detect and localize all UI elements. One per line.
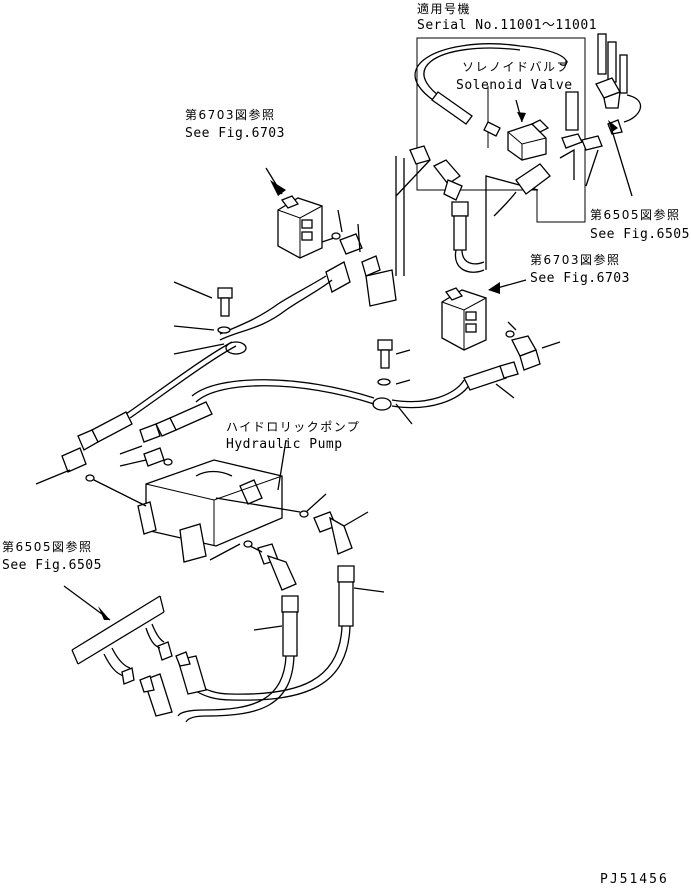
fig6703-right-label-en: See Fig.6703: [530, 271, 630, 286]
bolt-washer-center: [372, 339, 413, 425]
valve-block-upper: [265, 167, 335, 259]
center-pipe-vertical: [395, 156, 431, 276]
pump-right-fittings: [245, 493, 369, 591]
hydraulic-pump-part: [85, 439, 301, 563]
center-left-hoses: [119, 401, 213, 467]
serial-title: 適用号機: [417, 2, 472, 16]
bolt-washer-left: [173, 281, 247, 355]
fig6505-right-label-en: See Fig.6505: [590, 227, 690, 242]
fig6703-right-label-jp: 第6703図参照: [530, 253, 621, 267]
right-elbow-fitting: [507, 321, 561, 371]
hydraulic-pump-label-jp: ハイドロリックポンプ: [226, 420, 361, 434]
serial-bracket: [416, 37, 586, 223]
center-top-fittings: [409, 145, 551, 273]
leader-lines: [608, 120, 633, 197]
valve-block-right: [441, 279, 527, 351]
fig6703-upper-label-en: See Fig.6703: [185, 126, 285, 141]
solenoid-valve-label-jp: ソレノイドバルブ: [462, 60, 571, 74]
vertical-pipes: [595, 33, 642, 123]
serial-number: Serial No.11001～11001: [417, 18, 598, 33]
upper-block-fittings: [219, 209, 397, 341]
fig6505-left-label-en: See Fig.6505: [2, 558, 102, 573]
left-hose-long: [35, 341, 237, 485]
solenoid-valve-part: [507, 99, 550, 161]
frame-beam: [63, 585, 165, 685]
lower-vertical-hoses: [177, 565, 385, 723]
solenoid-hoses: [431, 91, 623, 187]
fig6505-right-label-jp: 第6505図参照: [590, 208, 681, 222]
drawing-code: PJ51456: [600, 872, 669, 887]
solenoid-valve-label-en: Solenoid Valve: [456, 78, 573, 93]
o-rings: [85, 232, 515, 548]
fig6505-left-label-jp: 第6505図参照: [2, 540, 93, 554]
fig6703-upper-label-jp: 第6703図参照: [185, 108, 276, 122]
hydraulic-pump-label-en: Hydraulic Pump: [226, 437, 343, 452]
lower-hose-fittings: [139, 641, 207, 717]
middle-hose: [191, 361, 519, 409]
